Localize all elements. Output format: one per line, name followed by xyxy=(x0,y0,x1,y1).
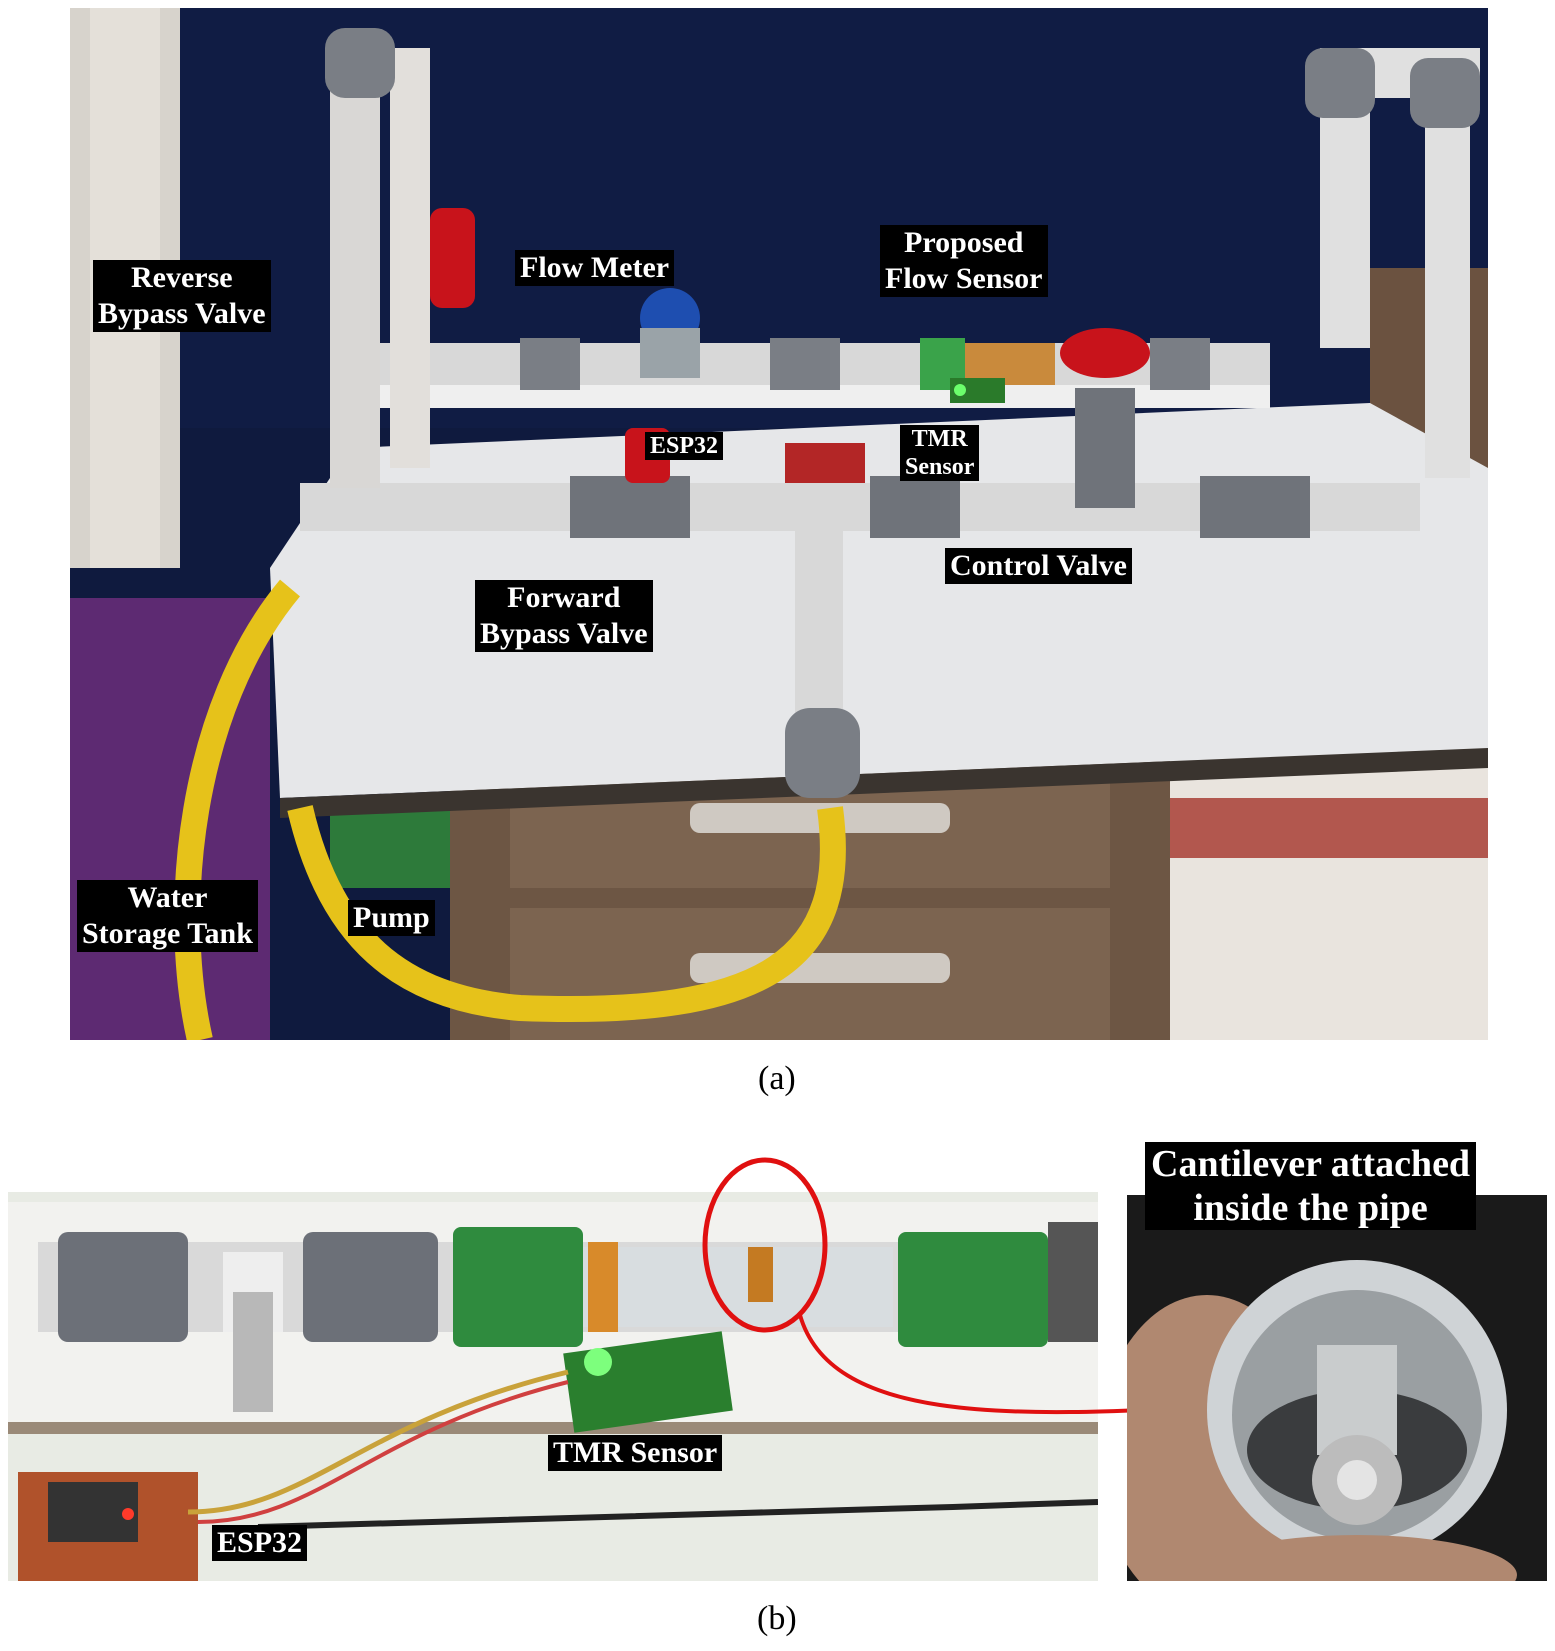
label-control-valve: Control Valve xyxy=(945,548,1132,584)
label-water-storage-tank: Water Storage Tank xyxy=(77,880,258,952)
photo-panel-b-rig xyxy=(8,1192,1098,1581)
label-flow-meter: Flow Meter xyxy=(515,250,675,286)
label-pump: Pump xyxy=(348,900,435,936)
label-cantilever: Cantilever attached inside the pipe xyxy=(1145,1142,1477,1230)
caption-b: (b) xyxy=(757,1600,797,1637)
label-forward-bypass-valve: Forward Bypass Valve xyxy=(475,580,653,652)
caption-a: (a) xyxy=(758,1060,796,1097)
label-esp32-a: ESP32 xyxy=(645,432,724,460)
label-reverse-bypass-valve: Reverse Bypass Valve xyxy=(93,260,271,332)
photo-panel-b-cantilever xyxy=(1127,1195,1547,1581)
label-esp32-b: ESP32 xyxy=(212,1525,308,1561)
label-proposed-flow-sensor: Proposed Flow Sensor xyxy=(880,225,1048,297)
label-tmr-sensor-b: TMR Sensor xyxy=(548,1435,723,1471)
label-tmr-sensor-a: TMR Sensor xyxy=(900,425,980,481)
photo-panel-a xyxy=(70,8,1488,1040)
